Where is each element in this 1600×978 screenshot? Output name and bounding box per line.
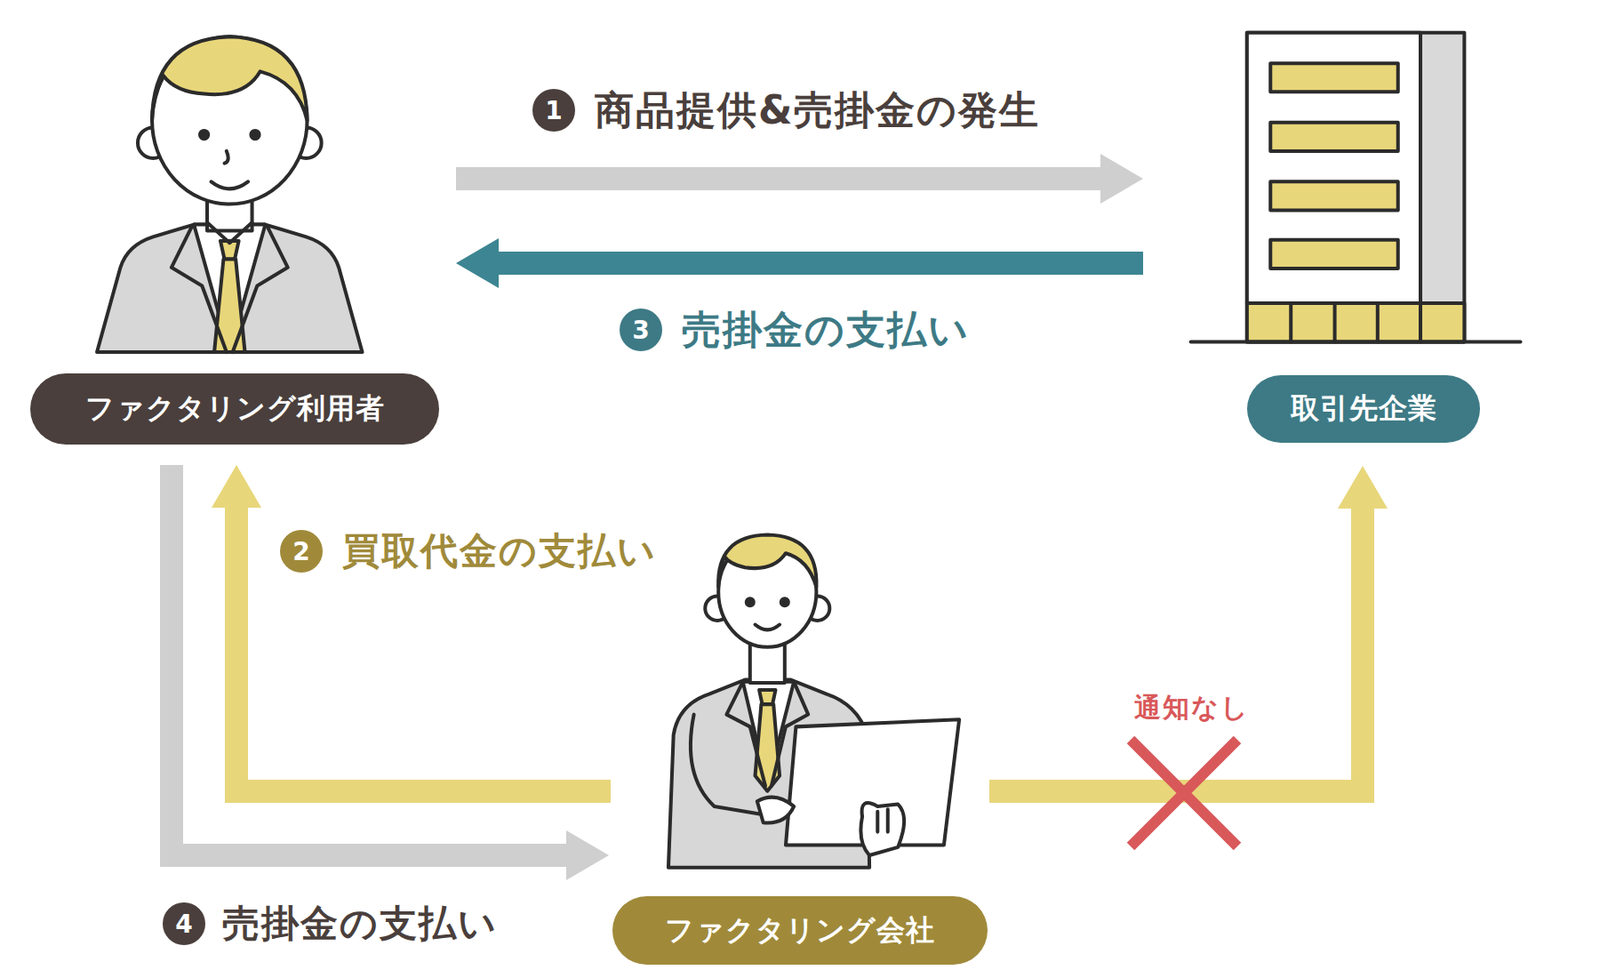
callout-number: 1 xyxy=(532,88,576,132)
arrow-shaft xyxy=(171,464,568,856)
partner-building-part xyxy=(1247,32,1465,343)
client-company-node: 取引先企業 xyxy=(1173,26,1554,443)
partner-building-part xyxy=(1247,32,1421,304)
edge-label: 売掛金の支払い xyxy=(681,304,970,357)
arrow-connector xyxy=(171,464,609,880)
client-person-part xyxy=(214,259,245,352)
connector-group xyxy=(171,153,1388,880)
arrow-shaft xyxy=(496,251,1144,275)
arrow-shaft xyxy=(456,167,1103,191)
partner-building-part xyxy=(1290,303,1421,343)
callout-number: 4 xyxy=(162,902,206,945)
arrow-head xyxy=(456,238,499,288)
client-person-part xyxy=(152,36,307,204)
partner-building-part xyxy=(1270,240,1399,269)
client-person-part xyxy=(211,181,248,189)
client-person-part xyxy=(171,226,227,352)
cross-stroke xyxy=(1130,739,1238,847)
client-person-part xyxy=(250,130,259,139)
arrow-shaft xyxy=(989,506,1363,792)
factor-person-part xyxy=(860,802,904,856)
factor-person-part xyxy=(755,624,781,631)
callout-number: 3 xyxy=(619,308,663,352)
node-label: ファクタリング会社 xyxy=(612,896,988,965)
callout-number: 2 xyxy=(280,529,323,573)
no-notice-cross xyxy=(1130,739,1238,847)
arrow-head xyxy=(1337,465,1388,509)
factor-person-part xyxy=(781,598,789,606)
client-person-part xyxy=(232,226,288,352)
partner-building-part xyxy=(1270,122,1399,152)
factor-person-part xyxy=(746,598,754,606)
arrow-connector xyxy=(989,465,1388,792)
client-person-part xyxy=(207,222,253,243)
illustration-group xyxy=(96,32,1520,868)
partner-building-part xyxy=(1247,303,1465,343)
factoring-company-node: ファクタリング会社 xyxy=(610,520,990,965)
client-person-part xyxy=(152,36,307,120)
arrow-head xyxy=(566,830,609,880)
arrow-head xyxy=(211,464,262,508)
factor-person-part xyxy=(757,797,794,824)
partner-building xyxy=(1191,32,1521,343)
arrow-connector xyxy=(211,464,611,792)
edge-label: 商品提供&売掛金の発生 xyxy=(594,84,1040,137)
partner-building-part xyxy=(1270,181,1399,210)
edge-label: 買取代金の支払い xyxy=(342,526,657,576)
edge-label: 売掛金の支払い xyxy=(222,898,498,949)
factor-person-part xyxy=(755,704,781,792)
factor-person-part xyxy=(759,689,776,704)
arrow-connector xyxy=(456,238,1144,288)
factor-person-part xyxy=(877,808,888,832)
client-person xyxy=(96,36,362,352)
partner-building-part xyxy=(1191,340,1521,344)
arrow-connector xyxy=(456,153,1144,204)
arrow-head xyxy=(1100,153,1144,204)
client-person-part xyxy=(224,151,229,164)
factor-person xyxy=(668,535,960,868)
cross-stroke xyxy=(1130,739,1238,847)
edge-label: 通知なし xyxy=(1134,689,1250,727)
factor-person-part xyxy=(718,535,816,588)
node-label: ファクタリング利用者 xyxy=(30,373,440,445)
user-node: ファクタリング利用者 xyxy=(28,26,441,445)
node-label: 取引先企業 xyxy=(1247,375,1480,443)
client-person-part xyxy=(200,130,208,139)
partner-building-part xyxy=(1270,63,1399,92)
